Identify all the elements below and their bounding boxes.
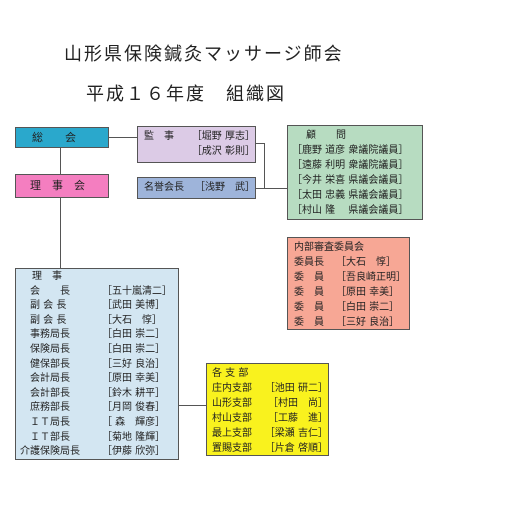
auditors-box: 監 事 ［堀野 厚志］ ［成沢 彰則］ xyxy=(137,126,256,163)
honorary-president-box: 名誉会長 ［浅野 武］ xyxy=(137,177,256,199)
list-item: 山形支部 ［村田 尚］ xyxy=(212,396,328,411)
list-item: 会計局長 ［原田 幸美］ xyxy=(30,372,178,387)
committee-role: 委 員 xyxy=(294,317,324,328)
auditor-name: ［成沢 彰則］ xyxy=(191,146,255,157)
branch-name: 置賜支部 xyxy=(212,443,252,454)
advisors-box: 顧 問 ［鹿野 道彦 衆議院議員］ ［遠藤 利明 衆議院議員］ ［今井 栄喜 県… xyxy=(287,125,423,220)
org-subtitle: 平成１６年度 組織図 xyxy=(86,84,286,105)
director-role: 健保部長 xyxy=(30,358,70,370)
director-role: 会計部長 xyxy=(30,387,70,399)
director-role: 会 長 xyxy=(30,285,70,297)
advisors-header: 顧 問 xyxy=(306,130,346,141)
director-name: ［白田 崇二］ xyxy=(102,329,166,341)
branch-name: 庄内支部 xyxy=(212,383,252,394)
branches-header: 各 支 部 xyxy=(212,368,249,379)
committee-name: ［三好 良治］ xyxy=(336,317,400,328)
director-name: ［菊地 隆輝］ xyxy=(102,431,166,443)
director-role: ＩＴ部長 xyxy=(30,431,70,443)
list-item: 副 会 長 ［武田 美博］ xyxy=(30,299,178,314)
list-item: 委員長 ［大石 惇］ xyxy=(294,255,409,270)
branch-name: 村山支部 xyxy=(212,413,252,424)
director-name: ［五十嵐清二］ xyxy=(102,285,172,297)
list-item: 事務局長 ［白田 崇二］ xyxy=(30,328,178,343)
branch-head: ［池田 研二］ xyxy=(264,383,328,394)
list-item: 委 員 ［白田 崇二］ xyxy=(294,300,409,315)
branch-head: ［工藤 進］ xyxy=(268,413,328,424)
director-role: 介護保険局長 xyxy=(20,446,80,458)
director-name: ［大石 惇］ xyxy=(102,314,162,326)
list-item: ＩＴ局長 ［ 森 輝彦］ xyxy=(30,416,178,431)
committee-role: 委員長 xyxy=(294,257,324,268)
list-item: 介護保険局長 ［伊藤 欣弥］ xyxy=(20,445,178,460)
list-item: 会 長 ［五十嵐清二］ xyxy=(30,285,178,300)
list-item: 会計部長 ［鈴木 耕平］ xyxy=(30,387,178,402)
advisor-name: ［村山 隆 県議会議員］ xyxy=(292,205,409,216)
honorary-label: 名誉会長 xyxy=(144,182,184,193)
connector-board-directors xyxy=(60,198,61,268)
general-assembly-box: 総 会 xyxy=(15,127,109,148)
director-role: ＩＴ局長 xyxy=(30,416,70,428)
director-name: ［鈴木 耕平］ xyxy=(102,387,166,399)
committee-role: 委 員 xyxy=(294,272,324,283)
director-name: ［三好 良治］ xyxy=(102,358,166,370)
list-item: 保険局長 ［白田 崇二］ xyxy=(30,343,178,358)
connector-advisors-vertical xyxy=(264,143,265,188)
director-name: ［武田 美博］ xyxy=(102,300,166,312)
directors-header: 理 事 xyxy=(32,271,62,282)
list-item: 委 員 ［吾良崎正明］ xyxy=(294,270,409,285)
branches-box: 各 支 部 庄内支部 ［池田 研二］ 山形支部 ［村田 尚］ 村山支部 ［工藤 … xyxy=(206,363,329,456)
director-name: ［ 森 輝彦］ xyxy=(102,416,166,428)
director-role: 庶務部長 xyxy=(30,402,70,414)
connector-assembly-auditors xyxy=(109,137,137,138)
list-item: 庶務部長 ［月岡 俊春］ xyxy=(30,401,178,416)
connector-honorary-advisors xyxy=(256,188,287,189)
director-role: 事務局長 xyxy=(30,329,70,341)
director-name: ［伊藤 欣弥］ xyxy=(102,446,166,458)
committee-name: ［吾良崎正明］ xyxy=(336,272,406,283)
list-item: 委 員 ［三好 良治］ xyxy=(294,315,409,330)
branch-head: ［片倉 啓順］ xyxy=(264,443,328,454)
connector-assembly-board xyxy=(60,148,61,174)
committee-role: 委 員 xyxy=(294,287,324,298)
advisor-name: ［今井 栄喜 県議会議員］ xyxy=(292,175,409,186)
director-role: 保険局長 xyxy=(30,343,70,355)
director-role: 副 会 長 xyxy=(30,300,67,312)
committee-name: ［白田 崇二］ xyxy=(336,302,400,313)
branch-head: ［梁瀬 吉仁］ xyxy=(264,428,328,439)
advisor-name: ［太田 忠義 県議会議員］ xyxy=(292,190,409,201)
director-name: ［白田 崇二］ xyxy=(102,343,166,355)
auditors-label: 監 事 xyxy=(144,131,174,142)
advisor-name: ［鹿野 道彦 衆議院議員］ xyxy=(292,145,409,156)
auditor-name: ［堀野 厚志］ xyxy=(191,131,255,142)
list-item: ＩＴ部長 ［菊地 隆輝］ xyxy=(30,431,178,446)
branch-head: ［村田 尚］ xyxy=(268,398,328,409)
branch-name: 山形支部 xyxy=(212,398,252,409)
list-item: 置賜支部 ［片倉 啓順］ xyxy=(212,441,328,456)
committee-role: 委 員 xyxy=(294,302,324,313)
list-item: 副 会 長 ［大石 惇］ xyxy=(30,314,178,329)
directors-box: 理 事 会 長 ［五十嵐清二］ 副 会 長 ［武田 美博］ 副 会 長 ［大石 … xyxy=(15,268,179,460)
director-name: ［原田 幸美］ xyxy=(102,373,166,385)
list-item: 村山支部 ［工藤 進］ xyxy=(212,411,328,426)
honorary-name: ［浅野 武］ xyxy=(195,182,255,193)
director-role: 会計局長 xyxy=(30,373,70,385)
director-role: 副 会 長 xyxy=(30,314,67,326)
org-title: 山形県保険鍼灸マッサージ師会 xyxy=(64,44,344,65)
list-item: 委 員 ［原田 幸美］ xyxy=(294,285,409,300)
branch-name: 最上支部 xyxy=(212,428,252,439)
board-box: 理 事 会 xyxy=(15,174,109,198)
list-item: 健保部長 ［三好 良治］ xyxy=(30,358,178,373)
connector-directors-branches xyxy=(179,405,206,406)
advisor-name: ［遠藤 利明 衆議院議員］ xyxy=(292,160,409,171)
director-name: ［月岡 俊春］ xyxy=(102,402,166,414)
committee-name: ［原田 幸美］ xyxy=(336,287,400,298)
connector-auditors-advisors xyxy=(256,143,264,144)
committee-name: ［大石 惇］ xyxy=(336,257,396,268)
list-item: 最上支部 ［梁瀬 吉仁］ xyxy=(212,426,328,441)
audit-committee-box: 内部審査委員会 委員長 ［大石 惇］ 委 員 ［吾良崎正明］ 委 員 ［原田 幸… xyxy=(287,237,410,330)
audit-committee-header: 内部審査委員会 xyxy=(294,242,364,253)
list-item: 庄内支部 ［池田 研二］ xyxy=(212,381,328,396)
